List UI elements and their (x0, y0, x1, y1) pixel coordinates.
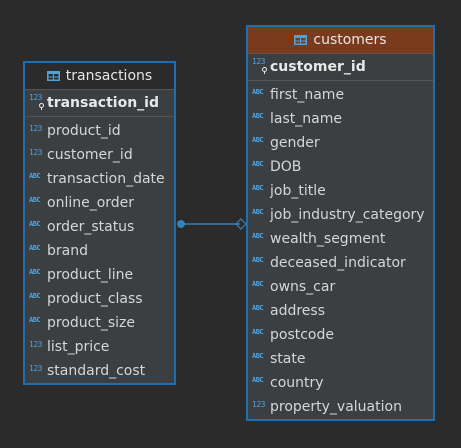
primary-key-row[interactable]: 123 customer_id (248, 54, 433, 81)
pk-column-name: transaction_id (47, 95, 159, 111)
column-name: standard_cost (47, 363, 146, 379)
text-type-icon: ABC (29, 172, 41, 180)
column-row[interactable]: ABC last_name (248, 107, 433, 131)
column-row[interactable]: ABC deceased_indicator (248, 251, 433, 275)
text-type-icon: ABC (29, 196, 41, 204)
text-type-icon: ABC (252, 280, 264, 288)
column-name: product_class (47, 291, 143, 307)
numeric-type-icon: 123 (29, 123, 42, 133)
column-row[interactable]: ABC transaction_date (25, 167, 174, 191)
text-type-icon: ABC (252, 256, 264, 264)
column-name: deceased_indicator (270, 255, 406, 271)
column-name: brand (47, 243, 88, 259)
entity-transactions-header[interactable]: transactions (25, 63, 174, 90)
column-row[interactable]: ABC product_class (25, 287, 174, 311)
column-row[interactable]: ABC address (248, 299, 433, 323)
pk-column-name: customer_id (270, 59, 366, 75)
text-type-icon: ABC (29, 220, 41, 228)
column-name: online_order (47, 195, 135, 211)
column-row[interactable]: ABC wealth_segment (248, 227, 433, 251)
column-name: owns_car (270, 279, 336, 295)
column-row[interactable]: ABC state (248, 347, 433, 371)
column-name: product_line (47, 267, 134, 283)
column-row[interactable]: ABC product_size (25, 311, 174, 335)
column-name: customer_id (47, 147, 133, 163)
text-type-icon: ABC (252, 352, 264, 360)
column-name: order_status (47, 219, 135, 235)
text-type-icon: ABC (252, 88, 264, 96)
text-type-icon: ABC (29, 292, 41, 300)
text-type-icon: ABC (252, 208, 264, 216)
text-type-icon: ABC (252, 136, 264, 144)
column-row[interactable]: ABC gender (248, 131, 433, 155)
column-name: first_name (270, 87, 345, 103)
column-name: postcode (270, 327, 334, 343)
text-type-icon: ABC (252, 232, 264, 240)
column-name: job_industry_category (270, 207, 425, 223)
column-row[interactable]: 123 list_price (25, 335, 174, 359)
column-row[interactable]: ABC online_order (25, 191, 174, 215)
column-row[interactable]: 123 standard_cost (25, 359, 174, 383)
entity-customers-title: customers (313, 32, 387, 48)
text-type-icon: ABC (252, 376, 264, 384)
column-row[interactable]: 123 property_valuation (248, 395, 433, 419)
numeric-type-icon: 123 (29, 339, 42, 349)
column-row[interactable]: ABC job_industry_category (248, 203, 433, 227)
column-row[interactable]: ABC first_name (248, 83, 433, 107)
column-name: gender (270, 135, 320, 151)
primary-key-icon: 123 (252, 57, 270, 76)
text-type-icon: ABC (252, 304, 264, 312)
relationship-end-dot (177, 220, 185, 228)
entity-customers-header[interactable]: customers (248, 27, 433, 54)
column-row[interactable]: ABC postcode (248, 323, 433, 347)
table-icon (46, 71, 60, 81)
text-type-icon: ABC (29, 268, 41, 276)
primary-key-icon: 123 (29, 93, 47, 112)
column-row[interactable]: ABC owns_car (248, 275, 433, 299)
column-row[interactable]: 123 product_id (25, 119, 174, 143)
column-name: wealth_segment (270, 231, 386, 247)
text-type-icon: ABC (29, 316, 41, 324)
column-row[interactable]: ABC DOB (248, 155, 433, 179)
numeric-type-icon: 123 (252, 399, 265, 409)
text-type-icon: ABC (252, 160, 264, 168)
text-type-icon: ABC (252, 328, 264, 336)
column-row[interactable]: ABC job_title (248, 179, 433, 203)
column-row[interactable]: ABC order_status (25, 215, 174, 239)
column-name: state (270, 351, 306, 367)
numeric-type-icon: 123 (29, 363, 42, 373)
table-icon (294, 35, 308, 45)
column-name: job_title (270, 183, 326, 199)
primary-key-row[interactable]: 123 transaction_id (25, 90, 174, 117)
column-row[interactable]: 123 customer_id (25, 143, 174, 167)
column-name: last_name (270, 111, 342, 127)
text-type-icon: ABC (252, 112, 264, 120)
column-name: transaction_date (47, 171, 165, 187)
column-name: country (270, 375, 324, 391)
text-type-icon: ABC (29, 244, 41, 252)
column-name: list_price (47, 339, 110, 355)
column-row[interactable]: ABC brand (25, 239, 174, 263)
column-name: address (270, 303, 326, 319)
column-name: product_id (47, 123, 121, 139)
column-name: property_valuation (270, 399, 402, 415)
column-name: product_size (47, 315, 135, 331)
key-icon (262, 67, 267, 74)
text-type-icon: ABC (252, 184, 264, 192)
entity-transactions-title: transactions (65, 68, 153, 84)
numeric-type-icon: 123 (29, 147, 42, 157)
column-name: DOB (270, 159, 302, 175)
key-icon (39, 103, 44, 110)
column-row[interactable]: ABC country (248, 371, 433, 395)
column-row[interactable]: ABC product_line (25, 263, 174, 287)
